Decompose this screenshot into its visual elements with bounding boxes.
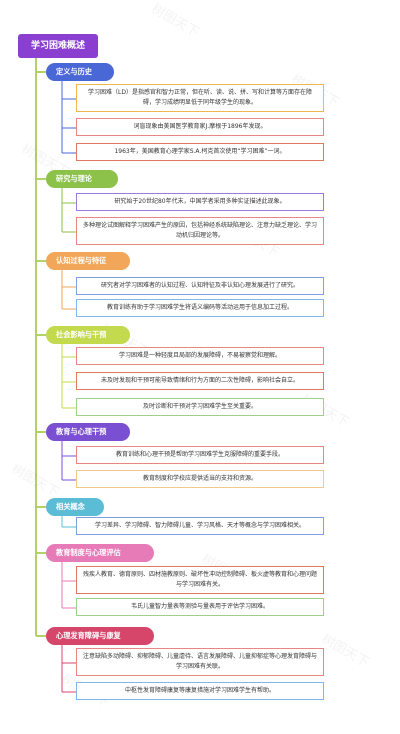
branch-topic[interactable]: 研究与理论 bbox=[46, 170, 118, 188]
leaf-topic[interactable]: 未及时发现和干预可能导致情绪和行为方面的二次性障碍，影响社会自立。 bbox=[76, 372, 324, 390]
leaf-topic[interactable]: 词盲现象由美国医学教育家J.摩根于1896年发现。 bbox=[76, 118, 324, 136]
leaf-topic[interactable]: 学习困难是一种轻度且局部的发展障碍，不易被察觉和理解。 bbox=[76, 347, 324, 365]
branch-topic[interactable]: 教育与心理干预 bbox=[46, 423, 130, 441]
leaf-topic[interactable]: 1963年，美国教育心理学家S.A.柯克首次使用“学习困难”一词。 bbox=[76, 143, 324, 161]
leaf-topic[interactable]: 中枢性发育障碍康复等康复措施对学习困难学生有帮助。 bbox=[76, 682, 324, 700]
leaf-topic[interactable]: 残疾人教育、德育原则、四材施教原则、破坏性冲动控制障碍、板火虚等教育和心理问题与… bbox=[76, 566, 324, 594]
branch-topic[interactable]: 社会影响与干预 bbox=[46, 326, 130, 344]
branch-topic[interactable]: 教育制度与心理评估 bbox=[46, 544, 154, 562]
leaf-topic[interactable]: 学习差异、学习障碍、智力障碍儿童、学习风格、天才等概念与学习困难相关。 bbox=[76, 517, 324, 535]
branch-topic[interactable]: 定义与历史 bbox=[46, 63, 114, 81]
branch-topic[interactable]: 相关概念 bbox=[46, 498, 104, 516]
leaf-topic[interactable]: 教育训练有助于学习困难学生将语义编码等活动运用于信息加工过程。 bbox=[76, 299, 324, 317]
leaf-topic[interactable]: 研究者对学习困难者的认知过程、认知特征及非认知心理发展进行了研究。 bbox=[76, 277, 324, 295]
leaf-topic[interactable]: 多种理论试图解释学习困难产生的原因，包括神经系统缺陷理论、注意力缺乏理论、学习动… bbox=[76, 217, 324, 245]
leaf-topic[interactable]: 教育训练和心理干预是帮助学习困难学生克服障碍的重要手段。 bbox=[76, 446, 324, 464]
leaf-topic[interactable]: 教育制度和学校应提供适当的支持和资源。 bbox=[76, 470, 324, 488]
branch-topic[interactable]: 认知过程与特征 bbox=[46, 252, 130, 270]
leaf-topic[interactable]: 注意缺陷多动障碍、抑郁障碍、儿童虐待、语言发展障碍、儿童抑郁症等心理发育障碍与学… bbox=[76, 648, 324, 676]
leaf-topic[interactable]: 学习困难（LD）是指感官和智力正常，但在听、读、说、拼、写和计算等方面存在障碍，… bbox=[76, 84, 324, 112]
leaf-topic[interactable]: 及时诊断和干预对学习困难学生至关重要。 bbox=[76, 398, 324, 416]
branch-topic[interactable]: 心理发育障碍与康复 bbox=[46, 627, 154, 645]
leaf-topic[interactable]: 韦氏儿童智力量表等测验与量表用于评估学习困难。 bbox=[76, 598, 324, 616]
leaf-topic[interactable]: 研究始于20世纪80年代末，中国学者采用多种实证描述此现象。 bbox=[76, 193, 324, 211]
root-topic[interactable]: 学习困难概述 bbox=[18, 34, 98, 58]
